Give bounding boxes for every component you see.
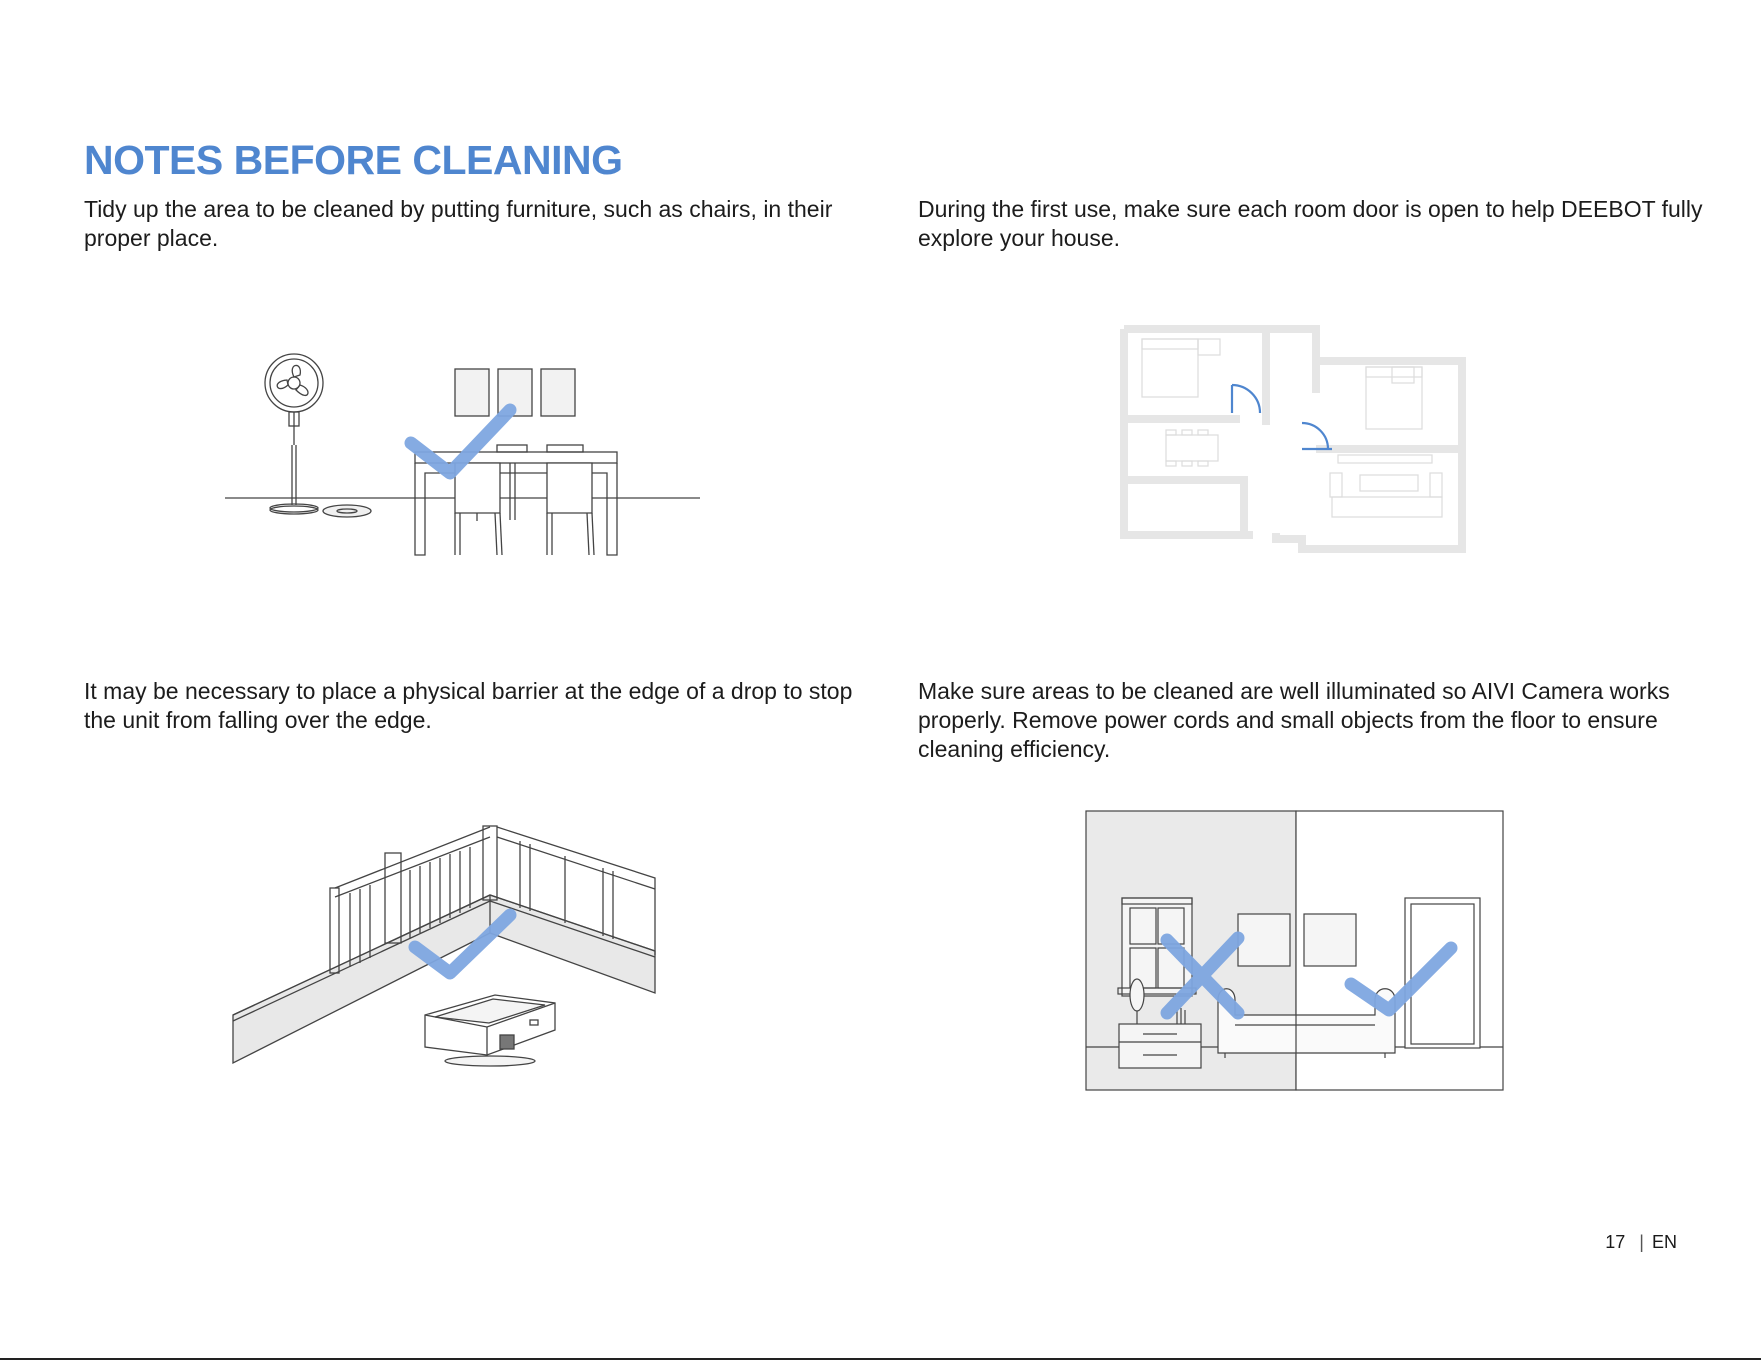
illustration-floorplan — [1120, 325, 1466, 553]
language-code: EN — [1651, 1232, 1677, 1252]
page-footer: 17 | EN — [1605, 1232, 1677, 1253]
fan-icon — [264, 353, 324, 515]
page-title: NOTES BEFORE CLEANING — [84, 137, 623, 183]
footer-separator: | — [1639, 1232, 1644, 1252]
check-mark-icon — [1344, 941, 1458, 1017]
check-mark-icon — [404, 403, 517, 480]
dining-table — [414, 444, 618, 556]
open-door-icon — [1230, 383, 1332, 451]
chair-left — [454, 462, 503, 556]
robot-icon — [424, 994, 556, 1067]
illustration-stair-barrier — [232, 825, 656, 1067]
page-number: 17 — [1605, 1232, 1626, 1252]
illustration-furniture — [225, 353, 700, 556]
check-mark-icon — [408, 908, 517, 980]
chair-right — [546, 462, 595, 556]
robot-icon — [322, 504, 372, 518]
bottom-rule — [0, 1358, 1761, 1360]
note-tidy-furniture: Tidy up the area to be cleaned by puttin… — [84, 196, 833, 251]
wall-frames — [454, 368, 576, 417]
note-physical-barrier: It may be necessary to place a physical … — [84, 678, 853, 733]
note-illumination: Make sure areas to be cleaned are well i… — [918, 678, 1670, 762]
cross-mark-icon — [1160, 931, 1245, 1020]
illustration-lighting-comparison — [1085, 810, 1504, 1091]
note-open-doors: During the first use, make sure each roo… — [918, 196, 1703, 251]
door-icon — [1404, 897, 1481, 1049]
